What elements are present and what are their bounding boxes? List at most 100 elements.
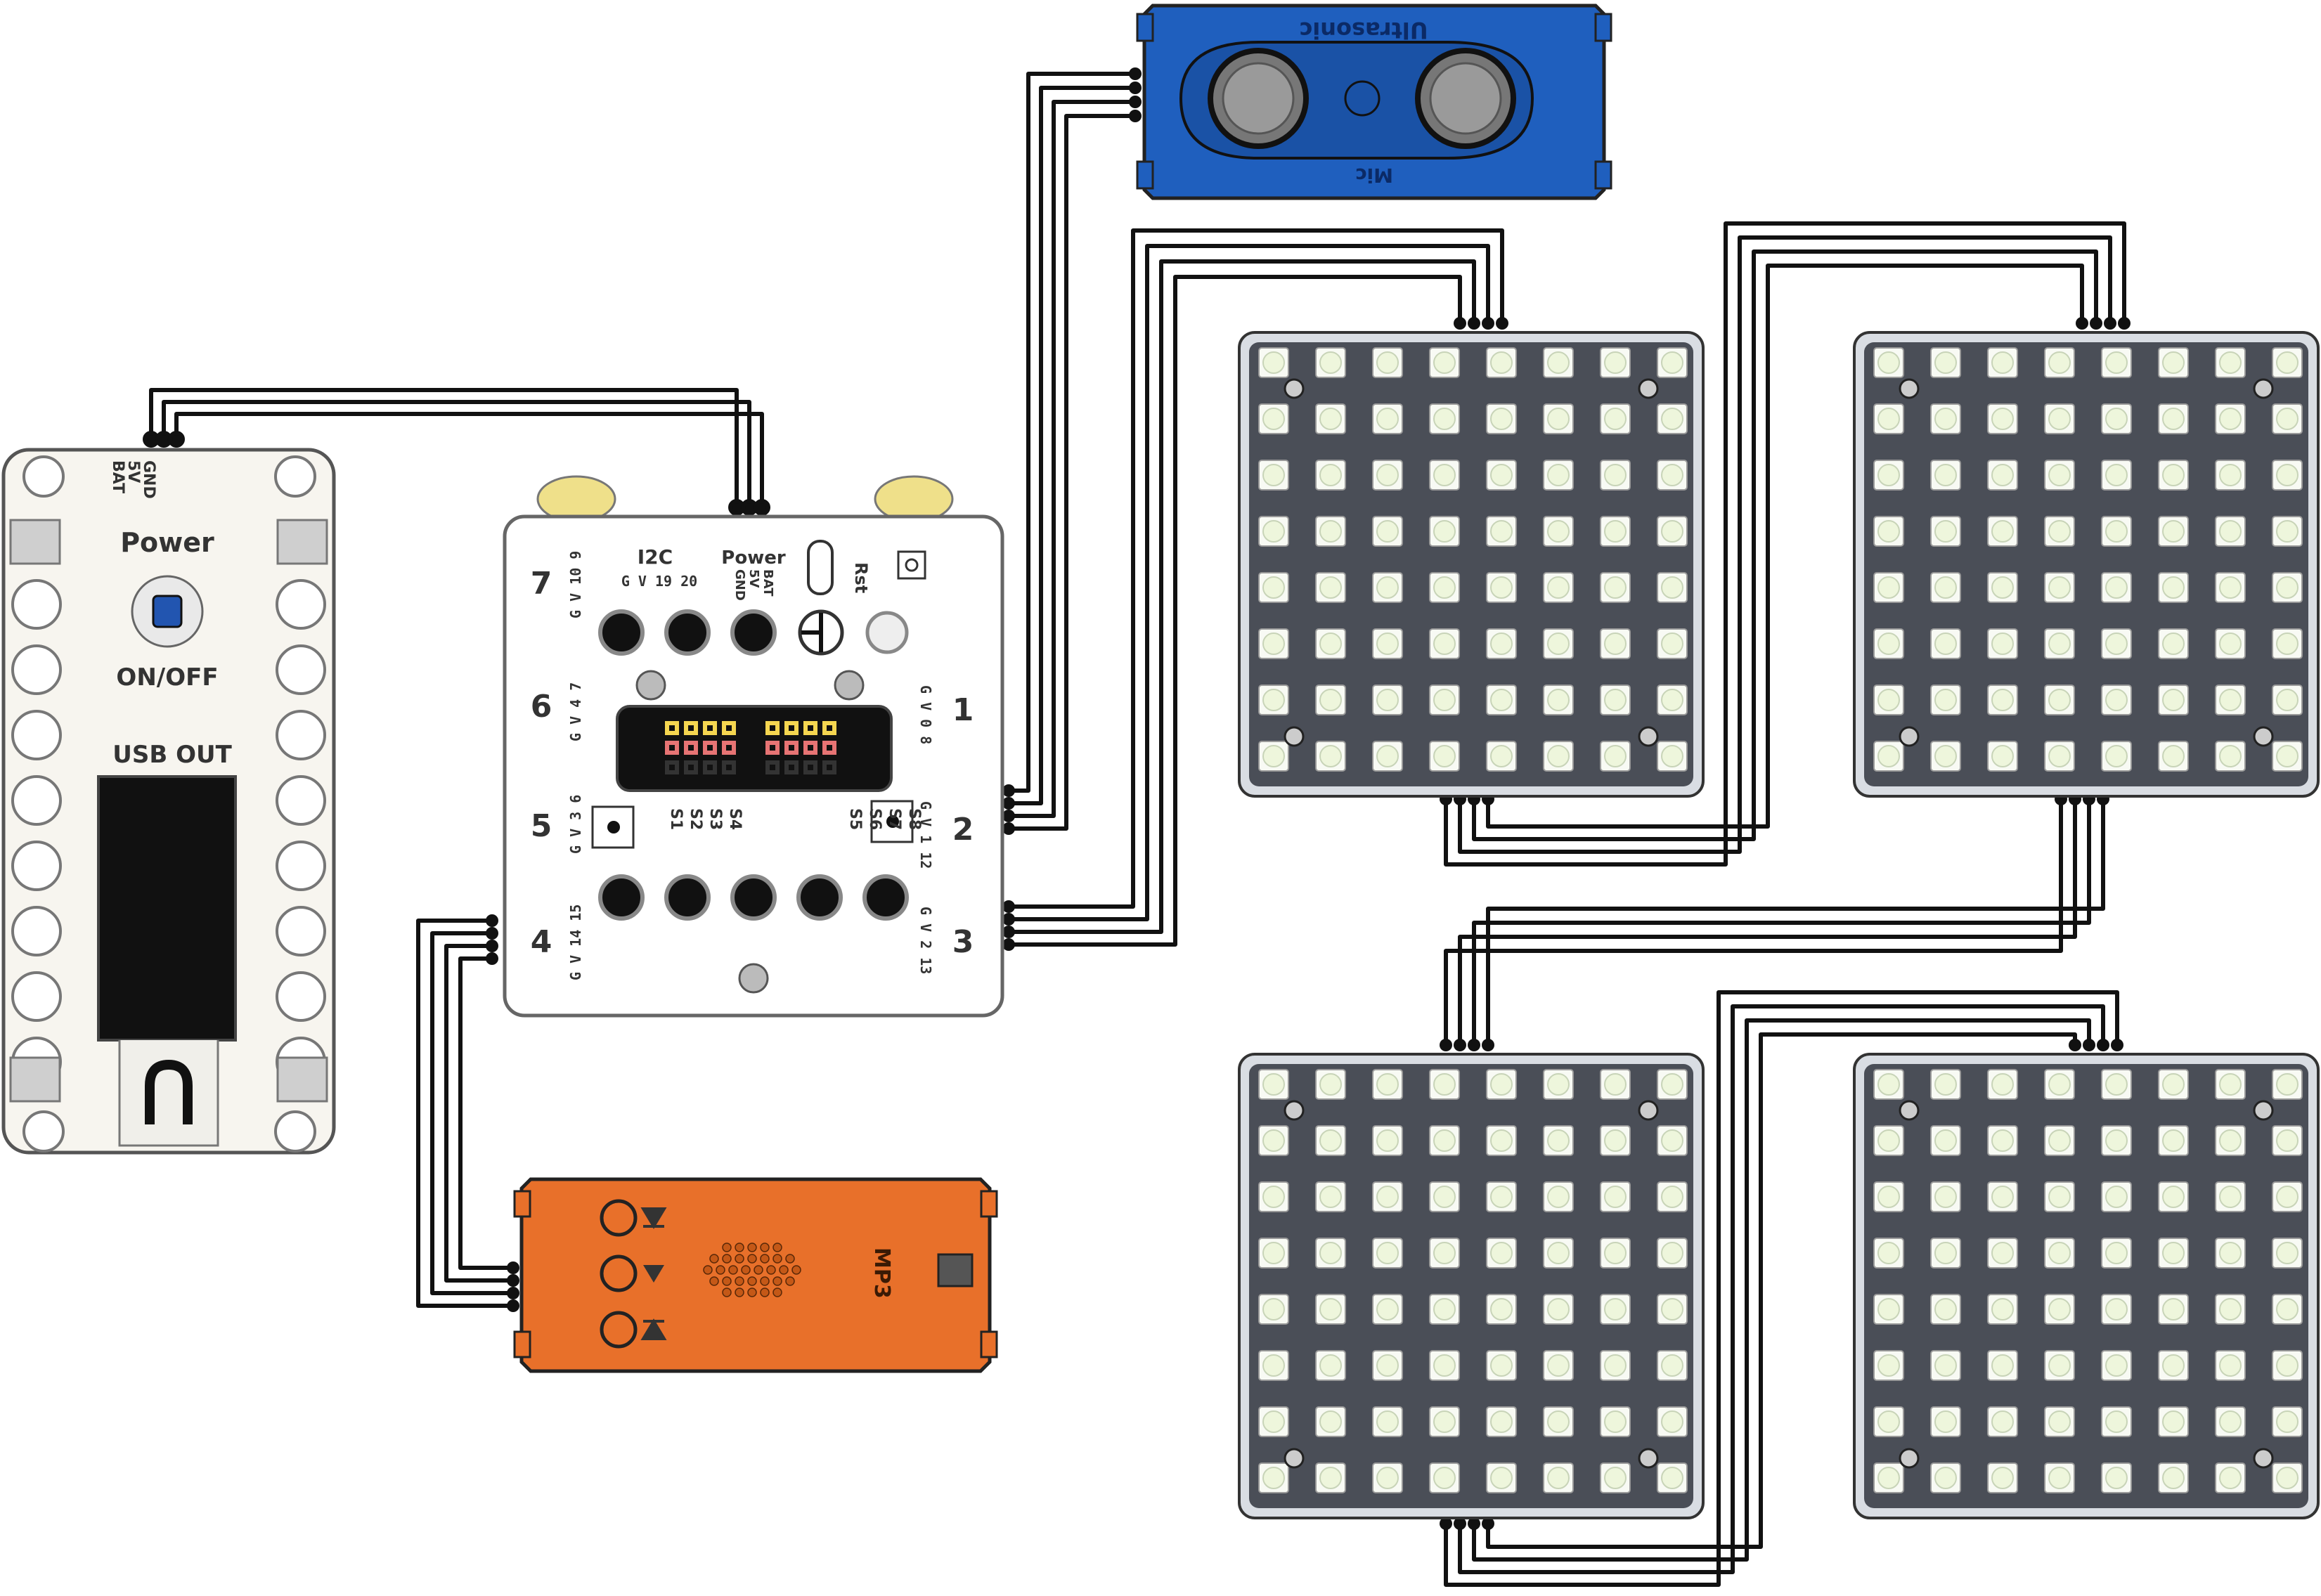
led-lens <box>1877 576 1900 599</box>
led-lens <box>2276 745 2299 767</box>
led-lens <box>2219 1129 2242 1152</box>
servo-label: S2 <box>687 808 704 830</box>
wire <box>1009 275 1462 947</box>
led-lens <box>1490 632 1513 655</box>
led-lens <box>1991 632 2014 655</box>
speaker-hole <box>772 1254 782 1264</box>
wire-connector-dot <box>1482 1039 1494 1051</box>
led-lens <box>2162 576 2185 599</box>
power-connector[interactable] <box>730 609 777 656</box>
port-5-connector[interactable] <box>664 874 711 921</box>
led-lens <box>2162 1410 2185 1433</box>
wire <box>1458 235 2112 854</box>
peg-hole <box>276 579 326 630</box>
wiring-cables <box>143 67 2131 1587</box>
mp3-prev-button[interactable] <box>600 1311 638 1349</box>
mount-hole <box>22 455 65 498</box>
skip-next-icon <box>640 1207 667 1229</box>
led-lens <box>1490 1298 1513 1321</box>
reset-button[interactable] <box>865 611 909 654</box>
led-lens <box>1661 1354 1683 1377</box>
led-lens <box>1661 351 1683 374</box>
led-lens <box>1661 520 1683 543</box>
mp3-next-button[interactable] <box>600 1199 638 1237</box>
peg-hole <box>11 579 62 630</box>
led-lens <box>2276 1242 2299 1264</box>
matrix-body <box>1249 1064 1693 1508</box>
led-lens <box>2105 1354 2128 1377</box>
led-lens <box>1490 351 1513 374</box>
led-lens <box>2105 632 2128 655</box>
servo-pin-hole <box>808 745 813 751</box>
wire <box>1009 114 1135 831</box>
ultrasonic-module: Ultrasonic Mic <box>1136 4 1612 200</box>
led-lens <box>1262 1410 1285 1433</box>
led-lens <box>2219 576 2242 599</box>
led-lens <box>1433 351 1456 374</box>
led-lens <box>1934 576 1957 599</box>
led-lens <box>1433 1467 1456 1489</box>
led-lens <box>1547 520 1570 543</box>
led-matrix-group <box>1238 331 2320 1519</box>
led-lens <box>2219 1354 2242 1377</box>
port-1-connector[interactable] <box>796 874 843 921</box>
mount-hole <box>274 455 316 498</box>
wire-connector-dot <box>486 952 498 965</box>
led-lens <box>1934 408 1957 430</box>
led-lens <box>1262 520 1285 543</box>
led-lens <box>2276 1410 2299 1433</box>
led-lens <box>1319 632 1342 655</box>
led-lens <box>1604 632 1627 655</box>
reset-label: Rst <box>851 562 871 593</box>
led-lens <box>1433 689 1456 711</box>
led-lens <box>2219 464 2242 486</box>
led-lens <box>1376 464 1399 486</box>
speaker-hole <box>722 1243 732 1252</box>
led-lens <box>2162 1129 2185 1152</box>
led-lens <box>2219 520 2242 543</box>
servo-label: S4 <box>726 808 744 830</box>
servo-pin-hole <box>770 745 775 751</box>
wire-connector-dot <box>1496 317 1508 330</box>
usb-out-port[interactable] <box>97 775 237 1042</box>
power-switch-button[interactable] <box>152 595 183 628</box>
led-lens <box>1490 1186 1513 1208</box>
peg-hole <box>276 644 326 695</box>
wire <box>458 956 513 1270</box>
servo-pin-hole <box>669 745 675 751</box>
wire-connector-dot <box>2090 317 2102 330</box>
led-lens <box>1661 1410 1683 1433</box>
wire <box>1472 249 2098 841</box>
port-7-connector[interactable] <box>598 609 645 656</box>
led-lens <box>2105 576 2128 599</box>
led-lens <box>2276 520 2299 543</box>
i2c-connector[interactable] <box>664 609 711 656</box>
led-lens <box>1490 576 1513 599</box>
usb-out-label: USB OUT <box>112 741 232 769</box>
mp3-play-button[interactable] <box>600 1254 638 1292</box>
port-4-connector[interactable] <box>598 874 645 921</box>
led-lens <box>2048 1186 2071 1208</box>
wire-connector-dot <box>1468 1517 1480 1530</box>
servo-pin-hole <box>827 745 832 751</box>
speaker-hole <box>728 1265 738 1275</box>
led-lens <box>2219 351 2242 374</box>
wire <box>1486 264 2084 829</box>
port-2-connector[interactable] <box>862 874 909 921</box>
mount-hole <box>1284 1448 1305 1469</box>
speaker-hole <box>722 1276 732 1286</box>
servo-pin-hole <box>669 765 675 770</box>
peg-hole <box>276 710 326 760</box>
port-6-connector[interactable] <box>730 874 777 921</box>
wire-connector-dot <box>2097 1039 2109 1051</box>
led-lens <box>1547 632 1570 655</box>
servo-pin-hole <box>726 765 732 770</box>
led-lens <box>1319 745 1342 767</box>
led-lens <box>1319 1186 1342 1208</box>
speaker-hole <box>779 1265 789 1275</box>
speaker-hole <box>747 1243 757 1252</box>
wire-connector-dot <box>2104 317 2116 330</box>
led-lens <box>1991 576 2014 599</box>
led-lens <box>1604 1298 1627 1321</box>
